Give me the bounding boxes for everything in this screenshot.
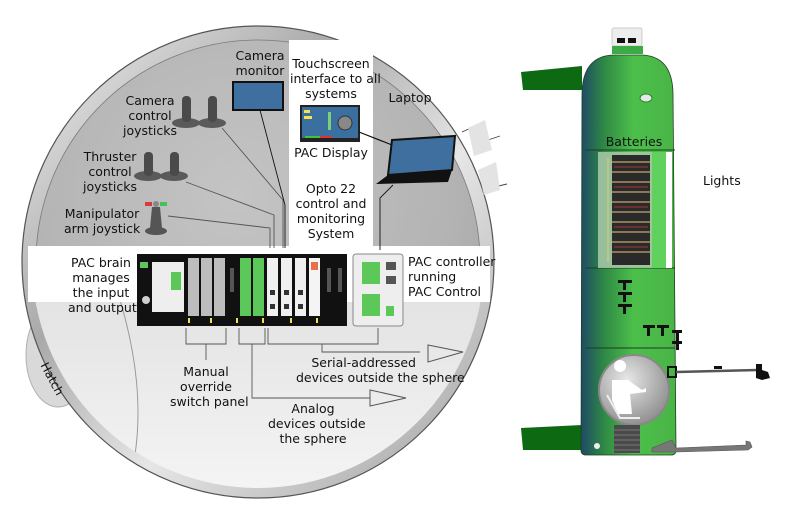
label-line: manages — [72, 270, 130, 285]
label-line: joysticks — [122, 123, 178, 138]
submarine — [521, 27, 770, 456]
label-line: PAC controller — [408, 254, 496, 269]
crew-sphere — [598, 354, 670, 426]
label-line: System — [307, 226, 355, 241]
label-line: Thruster — [83, 149, 137, 164]
label-line: Touchscreen — [292, 56, 370, 71]
label-line: devices outside — [268, 416, 366, 431]
porthole — [639, 93, 653, 103]
label-line: the input — [72, 285, 130, 300]
camera-joysticks — [172, 96, 226, 128]
label-line: and output — [68, 300, 137, 315]
label-thruster-joysticks: Thruster control joysticks — [80, 149, 140, 194]
thruster-joysticks — [134, 152, 188, 181]
label-line: PAC brain — [71, 255, 131, 270]
label-batteries: Batteries — [605, 134, 663, 149]
label-line: Manual — [183, 364, 229, 379]
ring-notches — [461, 120, 508, 195]
bottom-fin — [521, 425, 582, 450]
pac-display — [300, 105, 360, 142]
label-serial-devices: Serial-addressed devices outside the sph… — [296, 355, 465, 385]
label-line: joysticks — [82, 179, 138, 194]
label-manipulator-joystick: Manipulator arm joystick — [64, 206, 140, 236]
label-line: override — [180, 379, 232, 394]
label-line: running — [408, 269, 457, 284]
label-camera-joysticks: Camera control joysticks — [120, 93, 180, 138]
battery-bay — [598, 152, 672, 268]
label-line: Analog — [291, 401, 335, 416]
label-line: control and — [295, 196, 367, 211]
sphere — [21, 25, 508, 499]
label-line: systems — [305, 86, 357, 101]
camera-monitor-screen — [232, 81, 284, 111]
label-line: Camera — [125, 93, 175, 108]
label-manual-override: Manual override switch panel — [170, 364, 249, 409]
label-pac-brain: PAC brain manages the input and output — [68, 255, 137, 315]
label-line: devices outside the sphere — [296, 370, 465, 385]
label-line: Serial-addressed — [311, 355, 416, 370]
label-laptop: Laptop — [388, 90, 432, 105]
label-line: Camera — [235, 48, 285, 63]
opto22-io-rack — [137, 254, 347, 326]
bottom-grill — [594, 425, 640, 453]
manipulator-joystick — [145, 201, 167, 235]
label-line: control — [88, 164, 132, 179]
label-line: the sphere — [279, 431, 347, 446]
laptop-icon — [376, 134, 457, 184]
label-line: interface to all — [290, 71, 381, 86]
top-light — [611, 27, 643, 47]
touchscreen-panel-bg — [289, 40, 373, 250]
label-pac-display: PAC Display — [294, 145, 368, 160]
manipulator-arm — [667, 364, 770, 380]
label-line: Manipulator — [64, 206, 140, 221]
label-pac-controller: PAC controller running PAC Control — [408, 254, 495, 299]
thrusters — [618, 280, 682, 350]
top-fin — [521, 66, 582, 90]
label-line: Opto 22 — [305, 181, 357, 196]
label-lights: Lights — [703, 173, 741, 188]
label-opto22-system: Opto 22 control and monitoring System — [290, 181, 372, 241]
label-analog-devices: Analog devices outside the sphere — [268, 401, 366, 446]
label-line: control — [128, 108, 172, 123]
label-touchscreen-interface: Touchscreen interface to all systems — [290, 56, 381, 101]
analog-arrow — [369, 389, 407, 407]
label-line: monitor — [235, 63, 285, 78]
label-camera-monitor: Camera monitor — [229, 48, 291, 78]
label-line: PAC Control — [408, 284, 481, 299]
bracket-lines — [185, 328, 420, 399]
sampling-arm — [651, 439, 753, 453]
label-line: switch panel — [170, 394, 249, 409]
pac-controller — [352, 253, 404, 327]
connector-lines — [167, 109, 394, 250]
label-line: monitoring — [296, 211, 366, 226]
label-line: arm joystick — [64, 221, 141, 236]
serial-arrow — [427, 344, 464, 363]
